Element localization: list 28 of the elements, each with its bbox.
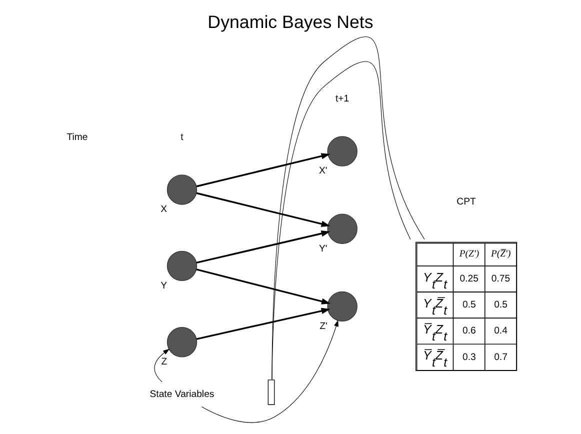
arrow (196, 153, 330, 188)
arrow (196, 268, 330, 304)
arrow (196, 308, 330, 340)
arrow (196, 230, 330, 264)
arrow (201, 320, 338, 423)
label: CPT (456, 196, 476, 208)
node-circle (166, 327, 198, 358)
node-text: State Variables (150, 388, 214, 400)
node-circle (327, 214, 358, 244)
node-circle (327, 291, 358, 322)
connector (272, 61, 411, 380)
node-label: Z' (320, 320, 328, 332)
node-label: X' (318, 166, 328, 177)
node-label: X (160, 204, 168, 216)
node-label: Y (160, 280, 168, 292)
node-circle (166, 174, 198, 205)
node-box (268, 380, 275, 405)
diagram-title: Dynamic Bayes Nets (208, 12, 374, 32)
label: Time (66, 132, 88, 144)
label: t (180, 132, 184, 144)
node-circle (166, 250, 198, 282)
arrow (154, 348, 170, 382)
node-circle (327, 136, 358, 166)
label: t+1 (336, 94, 350, 105)
node-label: Y' (318, 243, 328, 254)
connector (272, 36, 425, 380)
arrow (196, 192, 330, 227)
node-label: Z (161, 356, 168, 368)
